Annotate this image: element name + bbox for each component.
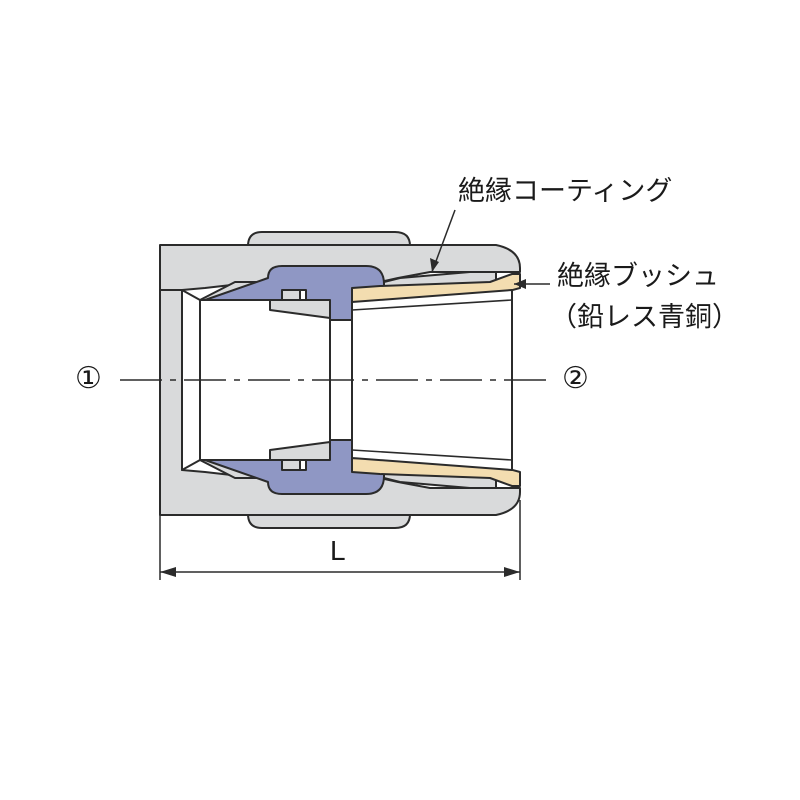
- body-wall-top: [159, 244, 521, 501]
- insulating-coating-top: [204, 265, 385, 321]
- bush-material-label: （鉛レス青銅）: [550, 302, 739, 333]
- dimension-arrow-right: [504, 567, 520, 577]
- dimension-arrow-left: [160, 567, 176, 577]
- port-2-marker: ②: [562, 361, 589, 396]
- body-wall-bottom: [159, 289, 521, 516]
- length-dimension-label: L: [330, 535, 346, 566]
- insulating-bush-label: 絶縁ブッシュ: [557, 261, 719, 292]
- insulating-coating-bottom: [204, 439, 385, 495]
- hex-nut-bottom: [247, 513, 411, 529]
- port-1-marker: ①: [75, 361, 102, 396]
- insulating-coating-label: 絶縁コーティング: [458, 176, 673, 207]
- hex-nut-top: [247, 231, 411, 247]
